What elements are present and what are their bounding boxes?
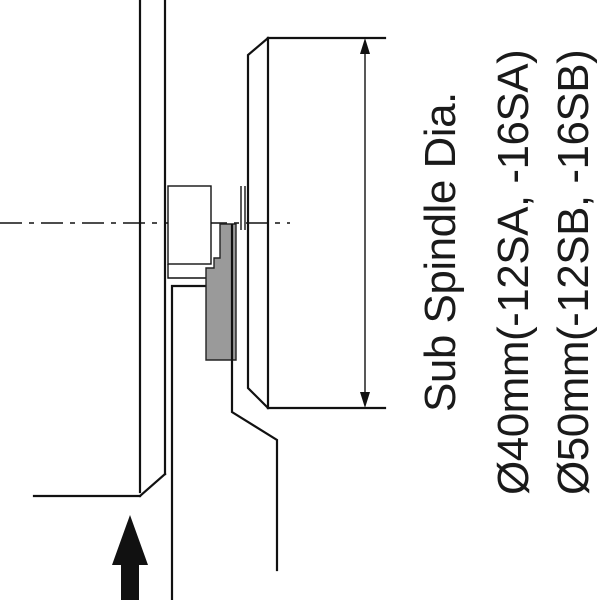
- diameter-dimension: [360, 38, 370, 408]
- lower-housing: [230, 223, 279, 572]
- spec-line-1: Ø40mm(-12SA, -16SA): [489, 50, 538, 495]
- collet-body: [167, 185, 246, 600]
- feed-arrow-icon: [112, 515, 148, 600]
- workpiece-part: [205, 223, 237, 361]
- spec-line-2: Ø50mm(-12SB, -16SB): [549, 50, 598, 495]
- sub-spindle-disk: [246, 36, 387, 410]
- diagram-title: Sub Spindle Dia.: [416, 92, 465, 412]
- left-housing: [32, 0, 167, 498]
